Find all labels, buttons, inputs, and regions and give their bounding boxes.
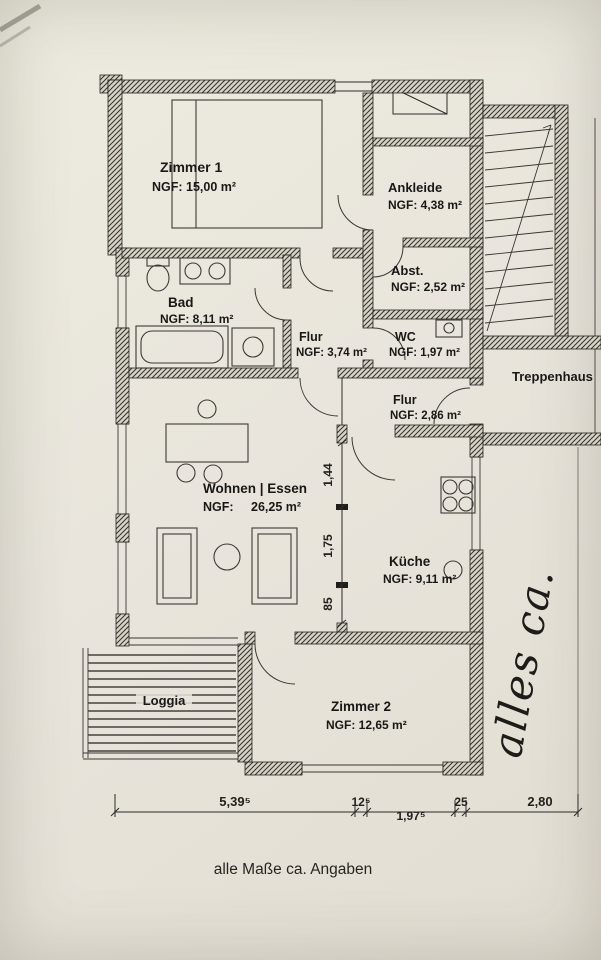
bed-zimmer1 [171, 99, 323, 229]
dim-interior-1: 1,44 [321, 463, 335, 487]
loggia-label-backing [136, 692, 192, 708]
room-area-wc: NGF: 1,97 m² [389, 347, 460, 359]
plan-caption: alle Maße ca. Angaben [214, 861, 373, 878]
room-area-zimmer1: NGF: 15,00 m² [152, 180, 236, 194]
room-area-ankleide: NGF: 4,38 m² [388, 198, 462, 212]
dim-bottom-4: 25 [454, 795, 468, 809]
room-label-flur1: Flur [299, 330, 323, 344]
lounge-seating [156, 527, 298, 605]
room-label-abst: Abst. [391, 263, 424, 278]
dim-bottom-3: 1,97⁵ [397, 809, 426, 823]
walls-hatched [99, 74, 601, 776]
kitchen-sink [443, 560, 463, 580]
room-label-loggia: Loggia [143, 693, 186, 708]
dimension-lines [110, 439, 583, 817]
room-area-label-wohnen: NGF: [203, 500, 234, 514]
dim-bottom-5: 2,80 [527, 794, 552, 809]
wc-fixtures [435, 319, 463, 338]
room-label-zimmer2: Zimmer 2 [331, 699, 391, 714]
scan-artifact [0, 3, 42, 48]
room-area-flur1: NGF: 3,74 m² [296, 347, 367, 359]
bathtub [135, 325, 229, 369]
dim-interior-3: 85 [321, 597, 335, 611]
room-area-zimmer2: NGF: 12,65 m² [326, 718, 407, 732]
dim-bottom-1: 5,39⁵ [219, 794, 250, 809]
room-area-flur2: NGF: 2,86 m² [390, 410, 461, 422]
bathroom-fixtures [135, 257, 275, 369]
staircase [484, 124, 554, 332]
room-label-wc: WC [395, 330, 416, 344]
room-label-wohnen-essen: Wohnen | Essen [203, 481, 307, 496]
stair-direction-line [486, 124, 552, 332]
furniture [88, 99, 476, 752]
dimension-labels: 1,44 1,75 85 5,39⁵ 12⁵ 1,97⁵ 25 2,80 [219, 463, 552, 823]
room-label-bad: Bad [168, 295, 194, 310]
room-label-ankleide: Ankleide [388, 180, 442, 195]
kitchen-fixtures [440, 476, 476, 580]
room-label-zimmer1: Zimmer 1 [160, 159, 222, 175]
room-label-flur2: Flur [393, 393, 417, 407]
room-label-kueche: Küche [389, 554, 431, 569]
door-swings [254, 194, 471, 685]
room-labels: Zimmer 1 NGF: 15,00 m² Ankleide NGF: 4,3… [136, 159, 593, 732]
room-area-kueche: NGF: 9,11 m² [383, 572, 456, 586]
room-label-treppenhaus: Treppenhaus [512, 369, 593, 384]
dining-set [165, 399, 249, 484]
dim-bottom-2: 12⁵ [352, 795, 371, 809]
handwritten-note: alles ca. [482, 564, 564, 761]
dim-interior-2: 1,75 [321, 534, 335, 558]
room-area-abst: NGF: 2,52 m² [391, 280, 465, 294]
room-area-value-wohnen: 26,25 m² [251, 500, 301, 514]
room-area-bad: NGF: 8,11 m² [160, 312, 233, 326]
